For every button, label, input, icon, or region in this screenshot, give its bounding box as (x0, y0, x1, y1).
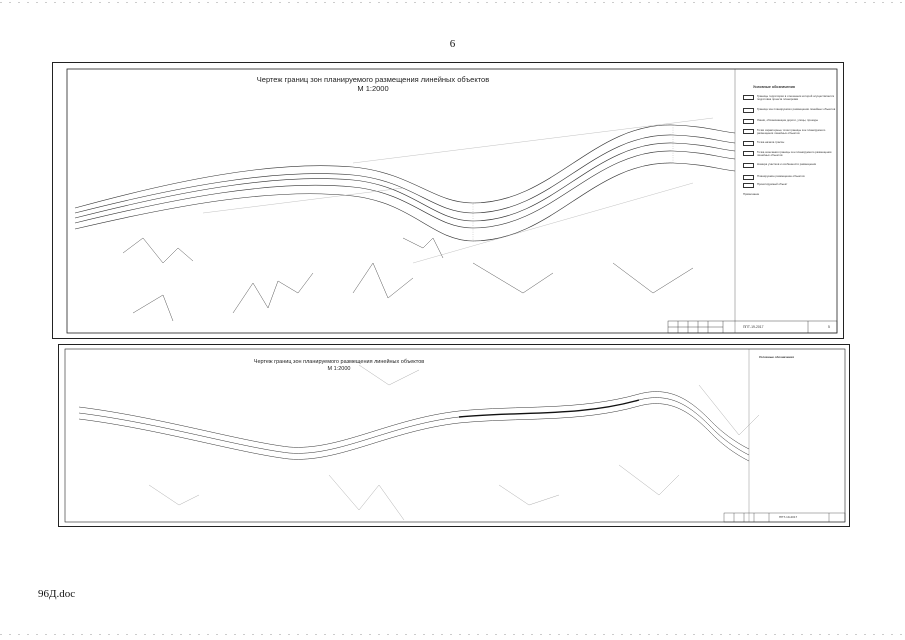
scan-artifact-bottom (0, 634, 905, 635)
sheet-title-bottom: Чертеж границ зон планируемого размещени… (253, 359, 425, 365)
legend-item: Проектируемый объект (743, 182, 838, 188)
legend-swatch-icon (743, 151, 754, 156)
legend-swatch-icon (743, 175, 754, 180)
hatched-zone (472, 124, 674, 242)
title-block-top (667, 320, 838, 334)
sheet-title-block-bottom: Чертеж границ зон планируемого размещени… (209, 359, 469, 373)
legend-item: Граница зон планируемого размещения лине… (743, 107, 838, 113)
sheet-number-top: 5 (828, 325, 830, 329)
legend-title-bottom: Условные обозначения (759, 355, 794, 359)
legend-item: Точка начала трассы (743, 140, 838, 146)
document-filename: 96Д.doc (38, 588, 76, 600)
legend-item: Примечание (743, 192, 760, 196)
sheet-code-bottom: ППТ-19-2017 (779, 515, 798, 519)
legend-swatch-icon (743, 183, 754, 188)
legend-item: Линии, обозначающие дороги, улицы, проез… (743, 118, 838, 124)
drawing-sheet-bottom: Чертеж границ зон планируемого размещени… (58, 344, 850, 527)
sheet-title-block-top: Чертеж границ зон планируемого размещени… (203, 75, 543, 93)
legend-item: Номера участков и особенности размещения (743, 162, 838, 168)
legend-item: Границы территории в отношении которой о… (743, 94, 838, 102)
terrain-contours (122, 237, 694, 322)
legend-title-top: Условные обозначения (753, 85, 795, 89)
corridor-lines (74, 124, 736, 242)
sheet-code-top: ППТ-19-2017 (743, 325, 764, 329)
terrain-contours-bottom (148, 364, 760, 521)
legend-swatch-icon (743, 119, 754, 124)
scan-artifact-top (0, 2, 905, 3)
sheet-scale-top: М 1:2000 (357, 84, 389, 93)
highlighted-segment (458, 399, 640, 418)
drawing-bottom-svg (64, 348, 846, 523)
legend-swatch-icon (743, 108, 754, 113)
legend-swatch-icon (743, 141, 754, 146)
title-block-bottom (723, 512, 846, 523)
legend-item: Точки характерные точки границы зон план… (743, 128, 838, 136)
sheet-scale-bottom: М 1:2000 (327, 366, 351, 372)
sheet-title-top: Чертеж границ зон планируемого размещени… (256, 75, 490, 84)
page-number: 6 (449, 38, 456, 50)
legend-swatch-icon (743, 129, 754, 134)
drawing-sheet-top: Чертеж границ зон планируемого размещени… (52, 62, 844, 339)
legend-item: Планируемое размещение объектов (743, 174, 838, 180)
legend-swatch-icon (743, 163, 754, 168)
drawing-top-svg (66, 68, 838, 334)
corridor-lines-bottom (78, 391, 750, 462)
legend-item: Точка окончания границы зон планируемого… (743, 150, 838, 158)
legend-swatch-icon (743, 95, 754, 100)
